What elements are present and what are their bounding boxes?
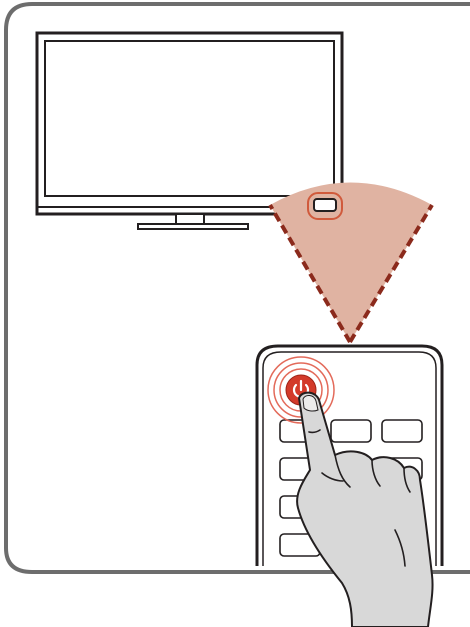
remote-button [331,420,371,442]
remote-button [382,420,422,442]
ir-beam-cone [270,183,432,343]
ir-sensor-window [314,199,336,211]
tv-stand [138,214,248,229]
ir-beam [270,183,432,343]
tv-screen [45,41,334,196]
